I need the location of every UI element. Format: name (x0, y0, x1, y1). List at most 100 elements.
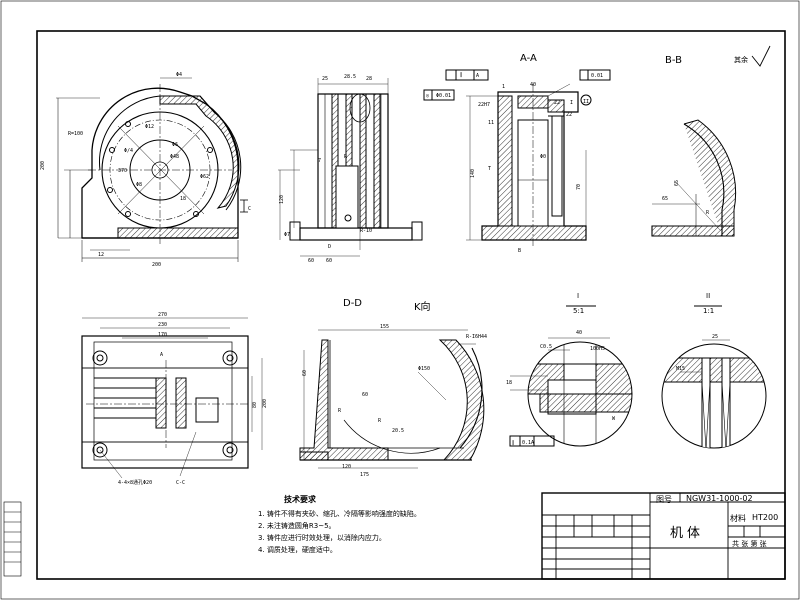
detail-ii-view (661, 305, 767, 449)
drawing-number-label: 图号 (656, 495, 672, 504)
svg-text:100H5: 100H5 (590, 346, 605, 352)
svg-text:R-10: R-10 (360, 228, 372, 234)
svg-text:65: 65 (674, 180, 680, 186)
material-label: 材料 (730, 514, 746, 523)
svg-text:80: 80 (252, 402, 258, 408)
detail-i-number: I (577, 292, 580, 300)
svg-text:R-I6H44: R-I6H44 (466, 334, 487, 340)
svg-text:Φ/4: Φ/4 (124, 148, 133, 154)
drawing-frame (36, 30, 786, 580)
svg-text:4-4×8通孔Φ20: 4-4×8通孔Φ20 (118, 479, 152, 486)
section-aa-view (423, 69, 611, 246)
svg-text:R: R (344, 154, 348, 160)
requirement-item: 1. 铸件不得有夹砂、缩孔、冷隔等影响强度的缺陷。 (258, 510, 421, 518)
svg-text:Φ150: Φ150 (418, 366, 430, 372)
svg-text:60: 60 (308, 258, 314, 264)
svg-text:22H7: 22H7 (478, 102, 490, 108)
svg-text:A: A (160, 352, 163, 358)
view-k-label: K向 (414, 302, 431, 313)
svg-text:Φ8: Φ8 (136, 182, 142, 188)
svg-text:Φ62: Φ62 (200, 174, 209, 180)
svg-text:170: 170 (158, 332, 167, 338)
svg-text:II: II (583, 99, 589, 105)
svg-text:370: 370 (118, 168, 127, 174)
svg-text:Φ0.01: Φ0.01 (436, 93, 451, 99)
svg-text:140: 140 (470, 169, 476, 178)
drawing-number: NGW31-1000-02 (686, 494, 753, 503)
svg-text:18: 18 (506, 380, 512, 386)
detail-i-view (509, 305, 633, 447)
svg-text:40: 40 (530, 82, 536, 88)
detail-ii-number: II (706, 292, 711, 300)
requirement-item: 3. 铸件应进行时效处理，以消除内应力。 (258, 534, 386, 542)
svg-text:Φ12: Φ12 (145, 124, 154, 130)
plan-view (81, 317, 263, 479)
svg-text:155: 155 (380, 324, 389, 330)
svg-text:∥: ∥ (460, 72, 463, 78)
svg-text:11: 11 (488, 120, 494, 126)
section-dd-view (299, 329, 485, 469)
svg-text:22: 22 (554, 100, 560, 106)
front-view (56, 77, 248, 262)
svg-text:Φ6: Φ6 (172, 142, 178, 148)
svg-text:R: R (706, 210, 710, 216)
svg-text:25: 25 (712, 334, 718, 340)
svg-text:65: 65 (662, 196, 668, 202)
svg-text:12: 12 (98, 252, 104, 258)
svg-text:B: B (518, 248, 521, 254)
svg-text:M15: M15 (676, 366, 685, 372)
technical-requirements: 技术要求 1. 铸件不得有夹砂、缩孔、冷隔等影响强度的缺陷。 2. 未注铸造圆角… (258, 494, 421, 555)
section-bb-label: B-B (665, 55, 682, 66)
svg-text:A: A (476, 73, 479, 79)
svg-text:C-C: C-C (176, 480, 185, 486)
svg-text:28: 28 (366, 76, 372, 82)
svg-text:200: 200 (40, 161, 46, 170)
part-name: 机体 (670, 526, 705, 541)
svg-text:18: 18 (180, 196, 186, 202)
section-aa-label: A-A (520, 53, 537, 64)
svg-text:Φ7: Φ7 (284, 232, 290, 238)
svg-text:28.5: 28.5 (344, 74, 356, 80)
svg-text:Φ0: Φ0 (540, 154, 546, 160)
detail-i-scale: 5:1 (573, 307, 585, 315)
svg-text:R=100: R=100 (68, 131, 83, 137)
requirement-item: 4. 调质处理，硬度适中。 (258, 546, 337, 554)
svg-text:0.01: 0.01 (591, 73, 603, 79)
svg-text:0.1A: 0.1A (522, 440, 534, 446)
svg-text:20.5: 20.5 (392, 428, 404, 434)
svg-text:Φ48: Φ48 (170, 154, 179, 160)
svg-text:60: 60 (326, 258, 332, 264)
svg-text:270: 270 (158, 312, 167, 318)
svg-text:120: 120 (279, 195, 285, 204)
svg-text:R: R (338, 408, 342, 414)
svg-text:C0.5: C0.5 (540, 344, 552, 350)
svg-text:60: 60 (302, 370, 308, 376)
svg-text:T: T (488, 166, 491, 172)
svg-text:200: 200 (262, 399, 268, 408)
svg-text:W: W (612, 416, 616, 422)
section-dd-label: D-D (343, 298, 363, 309)
svg-text:1: 1 (502, 84, 505, 90)
sheet-info: 共 张 第 张 (732, 540, 767, 548)
svg-text:70: 70 (576, 184, 582, 190)
svg-text:R: R (378, 418, 382, 424)
svg-text:7: 7 (318, 158, 321, 164)
svg-text:◎: ◎ (426, 93, 429, 99)
svg-text:D: D (328, 244, 331, 250)
svg-text:Φ4: Φ4 (176, 72, 182, 78)
requirement-item: 2. 未注铸造圆角R3~5。 (258, 522, 336, 530)
title-block-frame (541, 492, 786, 580)
svg-text:22: 22 (566, 112, 572, 118)
detail-ii-scale: 1:1 (703, 307, 715, 315)
section-bb-dims: 65 65 R (662, 180, 710, 216)
